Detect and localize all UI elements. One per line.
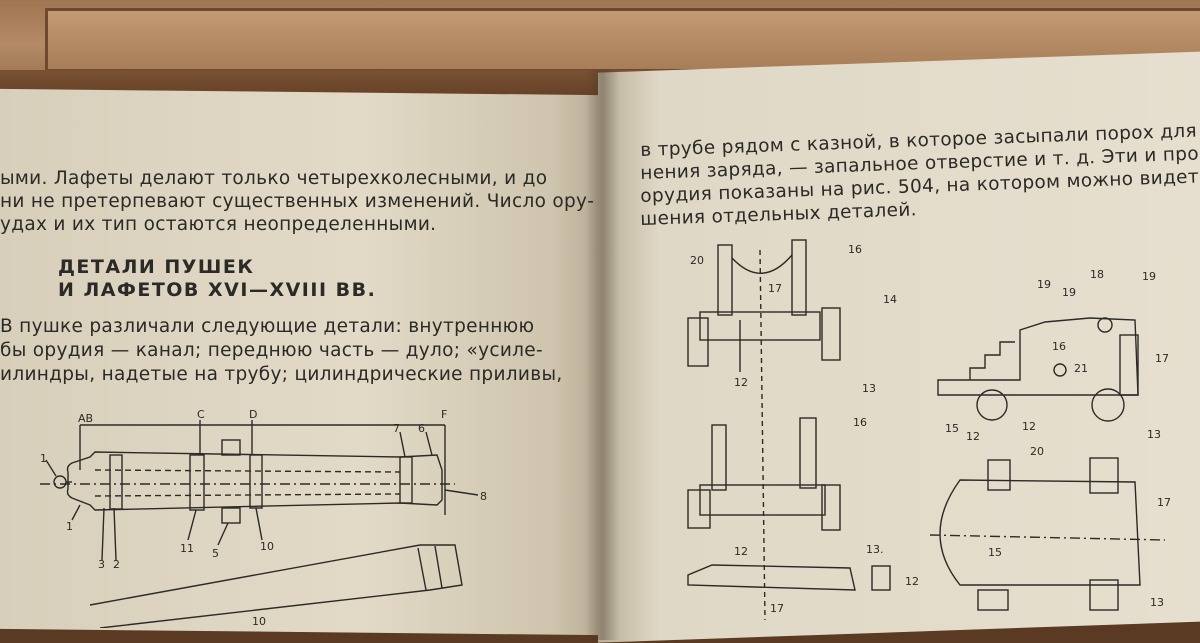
- fig-label-6: 6: [418, 422, 425, 435]
- fig-label-17-b: 17: [770, 602, 784, 615]
- fig-label-f: F: [441, 408, 447, 421]
- left-para-line-3: илиндры, надетые на трубу; цилиндрически…: [0, 364, 563, 385]
- fig-label-17-d: 17: [1157, 496, 1171, 509]
- fig-label-13-c: 13: [1147, 428, 1161, 441]
- fig-label-19-a: 19: [1037, 278, 1051, 291]
- cannon-drawing: AB C D F 1 7 6 8 1 3 2 11 5 10 10: [40, 408, 487, 628]
- fig-label-14: 14: [883, 293, 897, 306]
- fig-label-15-a: 15: [945, 422, 959, 435]
- fig-label-12-d: 12: [966, 430, 980, 443]
- fig-label-16-b: 16: [853, 416, 867, 429]
- fig-label-12-b: 12: [734, 545, 748, 558]
- fig-label-12-a: 12: [734, 376, 748, 389]
- fig-label-ab: AB: [78, 412, 93, 425]
- fig-label-13-a: 13: [862, 382, 876, 395]
- fig-label-20-b: 20: [1030, 445, 1044, 458]
- fig-label-13-d: 13: [1150, 596, 1164, 609]
- fig-label-2: 2: [113, 558, 120, 571]
- fig-label-d: D: [249, 408, 257, 421]
- fig-label-1-top: 1: [40, 452, 47, 465]
- left-text-line-1: ыми. Лафеты делают только четырехколесны…: [0, 168, 548, 189]
- book-gutter: [585, 70, 620, 640]
- fig-label-7: 7: [393, 422, 400, 435]
- fig-label-8: 8: [480, 490, 487, 503]
- carriage-drawings: 20 16 17 14 12 13 16 12 13. 12 17 19 18 …: [687, 239, 1171, 621]
- section-heading-line-2: И ЛАФЕТОВ XVI—XVIII ВВ.: [58, 279, 377, 301]
- fig-label-15-b: 15: [988, 546, 1002, 559]
- left-para-line-2: бы орудия — канал; переднюю часть — дуло…: [0, 340, 543, 361]
- fig-label-17-a: 17: [768, 282, 782, 295]
- fig-label-19-b: 19: [1142, 270, 1156, 283]
- left-para-line-1: В пушке различали следующие детали: внут…: [0, 316, 535, 337]
- fig-label-11: 11: [180, 542, 194, 555]
- section-heading-line-1: ДЕТАЛИ ПУШЕК: [58, 256, 255, 278]
- left-text-line-2: ни не претерпевают существенных изменени…: [0, 191, 595, 212]
- fig-label-20-a: 20: [690, 254, 704, 267]
- fig-label-19-c: 19: [1062, 286, 1076, 299]
- fig-label-13-b: 13.: [866, 543, 884, 556]
- fig-label-10: 10: [260, 540, 274, 553]
- fig-label-12-c: 12: [905, 575, 919, 588]
- fig-label-1-bottom: 1: [66, 520, 73, 533]
- fig-label-16-a: 16: [848, 243, 862, 256]
- fig-label-c: C: [197, 408, 205, 421]
- left-text-line-3: удах и их тип остаются неопределенными.: [0, 214, 437, 235]
- fig-label-3: 3: [98, 558, 105, 571]
- fig-label-12-e: 12: [1022, 420, 1036, 433]
- fig-label-5: 5: [212, 547, 219, 560]
- fig-label-21: 21: [1074, 362, 1088, 375]
- fig-label-18: 18: [1090, 268, 1104, 281]
- fig-label-16-c: 16: [1052, 340, 1066, 353]
- fig-label-17-c: 17: [1155, 352, 1169, 365]
- fig-label-10-lower: 10: [252, 615, 266, 628]
